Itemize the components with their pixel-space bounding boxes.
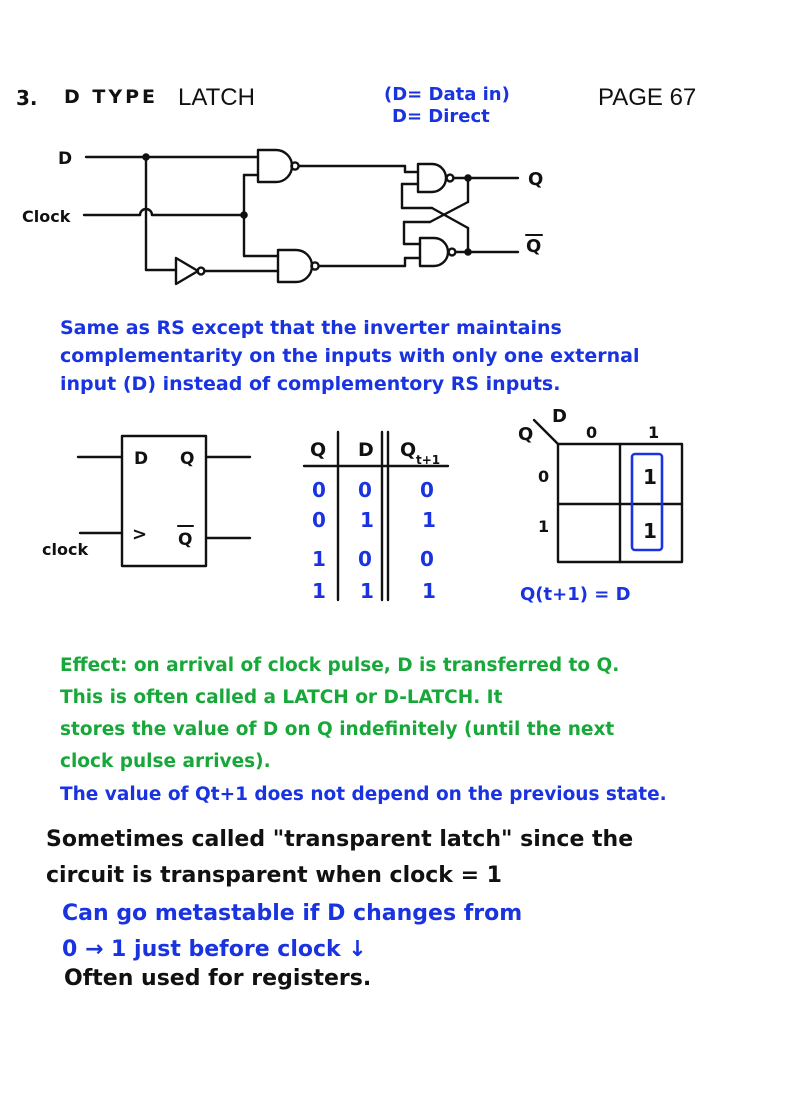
kmap-col-label-1: 1 — [648, 423, 659, 442]
d-latch-block-symbol — [76, 434, 252, 568]
effect-notes: Effect: on arrival of clock pulse, D is … — [60, 650, 619, 778]
truth-table-header-q: Q — [310, 439, 326, 461]
header-note-line1: (D= Data in) — [384, 84, 510, 105]
kmap-group-loop — [630, 452, 664, 552]
block-pin-qbar: Q — [178, 530, 192, 550]
transparent-line: Sometimes called "transparent latch" sin… — [46, 827, 634, 852]
header-note-line2: D= Direct — [392, 106, 490, 127]
truth-table — [302, 430, 450, 602]
tt-cell-q: 1 — [312, 579, 326, 603]
description-line: input (D) instead of complementory RS in… — [60, 373, 561, 395]
page-label: PAGE 67 — [598, 84, 697, 111]
latch-circuit: D Clock — [22, 148, 543, 286]
input-clock-label: Clock — [22, 207, 71, 226]
output-qbar-label: Q — [526, 236, 541, 257]
block-pin-d: D — [134, 449, 148, 469]
metastable-line: 0 → 1 just before clock ↓ — [62, 937, 367, 962]
kmap-cell: 1 — [643, 465, 657, 489]
metastable-notes: Can go metastable if D changes from 0 → … — [62, 896, 522, 968]
diagrams-row: D Q > Q clock Q D Q t+1 0 0 0 0 1 1 1 0 … — [42, 406, 684, 605]
input-d-label: D — [58, 149, 72, 169]
kmap-grid — [532, 418, 684, 564]
wire-set — [297, 164, 420, 174]
tt-cell-d: 0 — [358, 547, 372, 571]
block-pin-q: Q — [180, 449, 194, 469]
transparent-line: circuit is transparent when clock = 1 — [46, 863, 502, 888]
tt-cell-q: 1 — [312, 547, 326, 571]
section-number: 3. — [16, 86, 38, 110]
wire-reset — [317, 256, 422, 268]
block-pin-clk: > — [132, 524, 147, 545]
kmap-col-label-0: 0 — [586, 423, 597, 442]
kmap-cell: 1 — [643, 519, 657, 543]
tt-cell-qnext: 1 — [422, 508, 436, 532]
registers-note: Often used for registers. — [64, 966, 372, 991]
tt-cell-q: 0 — [312, 508, 326, 532]
title-typed: LATCH — [178, 84, 255, 111]
tt-cell-d: 0 — [358, 478, 372, 502]
effect-line: Effect: on arrival of clock pulse, D is … — [60, 655, 620, 676]
tt-cell-qnext: 0 — [420, 478, 434, 502]
truth-table-rows: 0 0 0 0 1 1 1 0 0 1 1 1 — [312, 478, 436, 603]
block-clock-label: clock — [42, 540, 88, 559]
title-handwritten: D TYPE — [64, 86, 159, 108]
kmap-row-label-0: 0 — [538, 467, 549, 486]
transparent-latch-notes: Sometimes called "transparent latch" sin… — [46, 822, 633, 894]
effect-line: This is often called a LATCH or D-LATCH.… — [60, 687, 503, 708]
description-line: Same as RS except that the inverter main… — [60, 317, 562, 339]
truth-table-header-qnext: Q — [400, 439, 416, 461]
effect-line: stores the value of D on Q indefinitely … — [60, 719, 615, 740]
feedback-wires — [400, 174, 520, 256]
output-q-label: Q — [528, 169, 543, 190]
kmap-row-label-1: 1 — [538, 517, 549, 536]
description-line: complementarity on the inputs with only … — [60, 345, 640, 367]
description-paragraph: Same as RS except that the inverter main… — [60, 314, 639, 398]
tt-cell-d: 1 — [360, 508, 374, 532]
tt-cell-qnext: 0 — [420, 547, 434, 571]
tt-cell-q: 0 — [312, 478, 326, 502]
kmap-col-var: D — [552, 406, 567, 427]
tt-cell-qnext: 1 — [422, 579, 436, 603]
previous-state-note: The value of Qt+1 does not depend on the… — [60, 784, 667, 805]
truth-table-header-subscript: t+1 — [416, 453, 440, 467]
wire-d-input — [84, 153, 260, 272]
kmap-equation: Q(t+1) = D — [520, 584, 631, 605]
metastable-line: Can go metastable if D changes from — [62, 901, 523, 926]
inverter-gate — [174, 256, 280, 286]
tt-cell-d: 1 — [360, 579, 374, 603]
effect-line: clock pulse arrives). — [60, 751, 271, 772]
wire-clock — [82, 173, 280, 258]
kmap-row-var: Q — [518, 424, 533, 445]
truth-table-header-d: D — [358, 439, 374, 461]
